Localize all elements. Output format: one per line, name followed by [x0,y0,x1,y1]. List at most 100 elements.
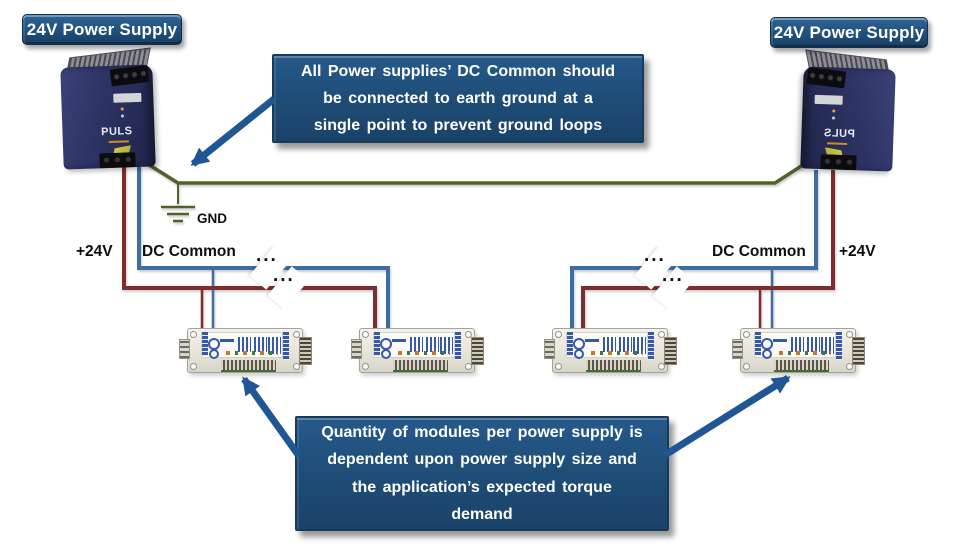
module-blue-strip [374,332,380,356]
psu-accent-line [108,140,129,143]
wire-continuation-dots: ... [256,245,278,266]
mounting-hole [743,363,750,370]
mounting-hole [658,331,665,338]
module-side-connector [351,339,362,359]
module-logo-icon [574,349,584,359]
mounting-hole [190,363,197,370]
module-logo-icon [762,349,772,359]
label-24v-right: +24V [839,243,876,260]
module-color-marks [591,351,643,355]
wire-24v-right [581,170,835,331]
module-logo-icon [381,349,391,359]
drive-module-1 [179,328,312,373]
psu-brand-logo: PULS [823,127,856,141]
mounting-hole [743,331,750,338]
power-supply-right: PULS [798,49,898,175]
module-end-connector [852,337,865,365]
dip-switch-chart [791,337,804,352]
psu-spec-label [113,92,142,103]
module-print-text [773,339,787,342]
mounting-hole [465,331,472,338]
drive-module-3 [544,328,677,373]
drive-module-2 [351,328,484,373]
module-pin-connector [774,360,829,372]
module-end-connector [664,337,677,365]
left-psu-title-badge: 24V Power Supply [22,14,182,45]
psu-status-led [120,114,125,118]
dip-switch-chart [603,337,616,352]
psu-status-led [120,107,124,111]
module-label-print [754,332,836,359]
mounting-hole [658,363,665,370]
psu-input-terminals [109,64,150,87]
module-blue-strip [836,332,842,360]
module-blue-strip [283,332,289,360]
right-psu-title-badge: 24V Power Supply [770,17,928,48]
earth-ground-symbol [161,205,195,223]
module-side-connector [179,339,190,359]
module-blue-strip [455,332,461,360]
mounting-hole [362,363,369,370]
drive-module-4 [732,328,865,373]
module-label-print [373,332,455,359]
wire-24v-left [122,166,377,331]
module-blue-strip [755,332,761,356]
wire-earth-ground [142,159,810,185]
module-pin-connector [393,360,448,372]
mounting-hole [846,331,853,338]
psu-output-terminals [820,154,857,171]
module-label-print [566,332,648,359]
dip-switch-chart [426,337,439,352]
dip-switch-chart [440,337,453,354]
module-color-marks [398,351,450,355]
dip-switch-chart [268,337,281,354]
dip-switch-chart [807,337,820,352]
label-gnd: GND [197,211,227,226]
mounting-hole [846,363,853,370]
dip-switch-chart [410,337,423,352]
module-logo-icon [209,349,219,359]
module-blue-strip [648,332,654,360]
module-print-text [585,339,599,342]
dip-switch-chart [821,337,834,354]
mounting-hole [190,331,197,338]
wire-dc-common-right [570,170,818,331]
psu-spec-label [814,94,843,105]
module-color-marks [779,351,831,355]
wire-continuation-dots: ... [662,265,684,286]
mounting-hole [293,363,300,370]
module-color-marks [226,351,278,355]
mounting-hole [293,331,300,338]
mounting-hole [465,363,472,370]
psu-body: PULS [800,66,896,172]
module-end-connector [471,337,484,365]
module-side-connector [544,339,555,359]
label-dc-common-left: DC Common [142,243,236,260]
wire-continuation-dots: ... [273,265,295,286]
psu-accent-line [827,142,848,145]
module-label-print [201,332,283,359]
module-blue-strip [202,332,208,356]
module-pin-connector [586,360,641,372]
power-supply-left: PULS [58,47,158,173]
mounting-hole [362,331,369,338]
module-side-connector [732,339,743,359]
dip-switch-chart [254,337,267,352]
psu-status-led [832,109,836,113]
label-dc-common-right: DC Common [712,243,806,260]
psu-status-led [831,116,836,120]
module-blue-strip [567,332,573,356]
module-quantity-callout: Quantity of modules per power supply is … [295,416,669,531]
psu-brand-logo: PULS [100,125,133,139]
psu-input-terminals [806,66,847,89]
psu-body: PULS [60,64,156,170]
dip-switch-chart [238,337,251,352]
mounting-hole [555,331,562,338]
psu-output-terminals [99,152,136,169]
dip-switch-chart [619,337,632,352]
label-24v-left: +24V [76,243,113,260]
mounting-hole [555,363,562,370]
module-print-text [220,339,234,342]
wire-continuation-dots: ... [644,245,666,266]
